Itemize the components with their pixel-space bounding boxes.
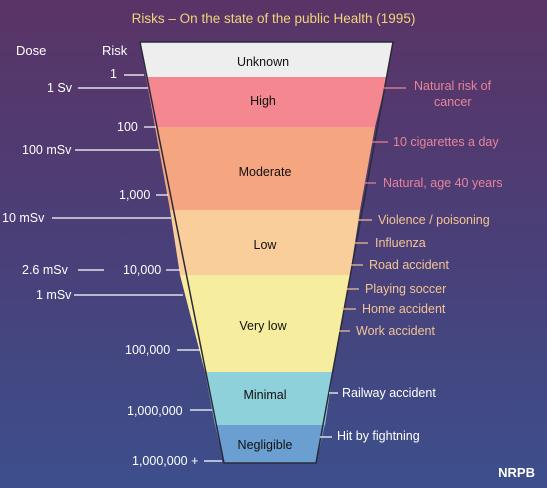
cause-home: Home accident <box>362 302 446 316</box>
band-negligible <box>215 425 325 463</box>
band-label-unknown: Unknown <box>237 55 289 69</box>
band-label-negligible: Negligible <box>238 438 293 452</box>
dose-label-100msv: 100 mSv <box>22 143 72 157</box>
band-high <box>146 77 387 127</box>
risk-header: Risk <box>102 43 128 58</box>
band-moderate <box>155 127 375 210</box>
band-unknown <box>140 42 393 77</box>
cause-soccer: Playing soccer <box>365 282 447 296</box>
band-label-minimal: Minimal <box>243 388 286 402</box>
cause-lightning: Hit by fightning <box>337 429 420 443</box>
dose-label-1sv: 1 Sv <box>47 81 73 95</box>
cause-natural-risk-line1: Natural risk of <box>414 79 492 93</box>
cause-violence: Violence / poisoning <box>378 213 490 227</box>
dose-label-2-6msv: 2.6 mSv <box>22 263 68 277</box>
funnel-outline <box>139 41 394 464</box>
band-label-low: Low <box>254 238 278 252</box>
diagram-title: Risks – On the state of the public Healt… <box>131 11 416 26</box>
band-label-high: High <box>250 94 276 108</box>
band-very-low <box>180 275 350 372</box>
risk-label-100000: 100,000 <box>125 343 171 357</box>
dose-header: Dose <box>16 43 47 58</box>
cause-work: Work accident <box>356 324 435 338</box>
risk-label-1: 1 <box>110 67 117 81</box>
dose-label-1msv: 1 mSv <box>36 288 72 302</box>
band-label-very-low: Very low <box>239 319 287 333</box>
dose-label-10msv: 10 mSv <box>2 211 45 225</box>
band-label-moderate: Moderate <box>239 165 292 179</box>
cause-natural-age40: Natural, age 40 years <box>383 176 503 190</box>
risk-label-10000: 10,000 <box>123 263 162 277</box>
nrpb-credit: NRPB <box>498 465 535 480</box>
risk-label-1000000-plus: 1,000,000 + <box>132 454 199 468</box>
cause-railway: Railway accident <box>342 386 436 400</box>
cause-cigarettes: 10 cigarettes a day <box>393 135 499 149</box>
band-minimal <box>205 372 333 425</box>
cause-road: Road accident <box>369 258 449 272</box>
risk-label-1000000: 1,000,000 <box>127 404 183 418</box>
band-low <box>170 210 360 275</box>
risk-label-100: 100 <box>117 120 138 134</box>
risk-label-1000: 1,000 <box>119 188 151 202</box>
cause-influenza: Influenza <box>375 236 426 250</box>
cause-natural-risk-line2: cancer <box>434 95 472 109</box>
